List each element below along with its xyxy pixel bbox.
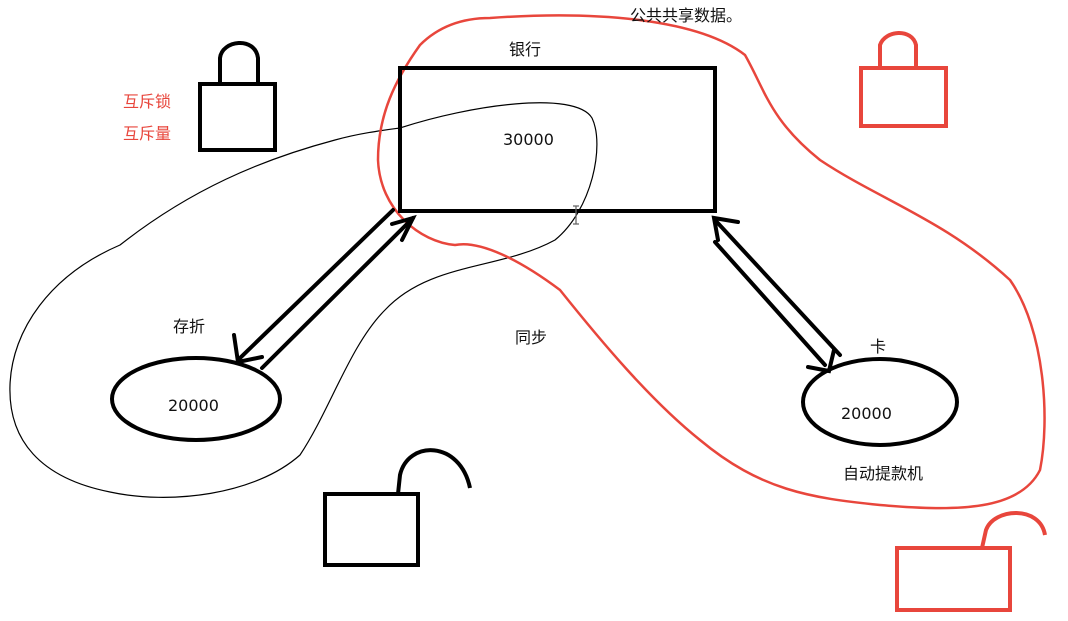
sync-label: 同步 bbox=[515, 328, 548, 347]
shared-data-outline bbox=[376, 14, 1046, 510]
atm-bank-arrow bbox=[711, 215, 842, 374]
card-label: 卡 bbox=[870, 337, 887, 356]
shared-data-label: 公共共享数据。 bbox=[630, 6, 743, 25]
card-value: 20000 bbox=[841, 404, 892, 423]
passbook-label: 存折 bbox=[173, 317, 206, 336]
padlock-unlocked-icon bbox=[895, 511, 1047, 612]
passbook-value: 20000 bbox=[168, 396, 219, 415]
mutex-var-label: 互斥量 bbox=[123, 124, 172, 143]
atm-label: 自动提款机 bbox=[843, 464, 924, 483]
passbook-bank-arrow bbox=[232, 208, 417, 370]
atm-ellipse bbox=[801, 357, 959, 447]
padlock-locked-icon bbox=[859, 31, 948, 128]
padlock-locked-icon bbox=[198, 41, 277, 152]
text-cursor-icon bbox=[573, 205, 579, 225]
bank-box bbox=[398, 66, 717, 213]
passbook-ellipse bbox=[110, 356, 282, 442]
mutex-lock-label: 互斥锁 bbox=[123, 92, 172, 111]
padlock-unlocked-icon bbox=[323, 448, 472, 567]
bank-label: 银行 bbox=[509, 40, 542, 59]
sync-region-outline bbox=[9, 102, 598, 498]
bank-value: 30000 bbox=[503, 130, 554, 149]
